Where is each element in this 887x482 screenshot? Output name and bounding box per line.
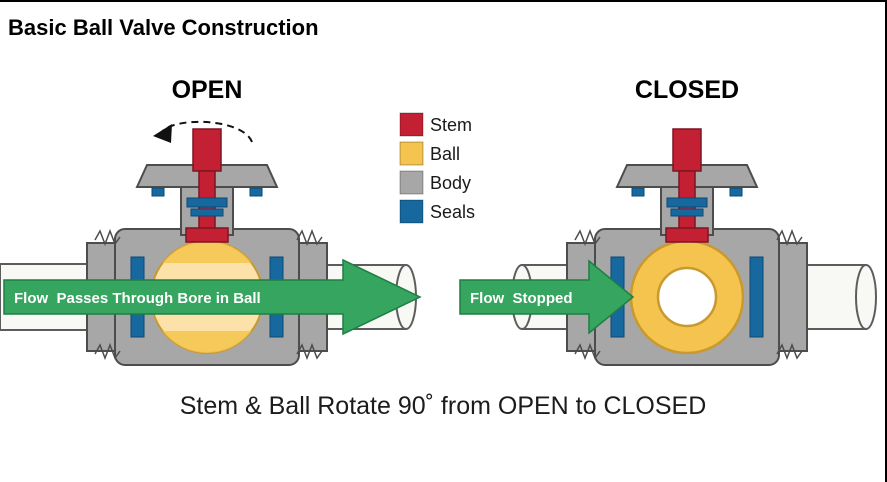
flange-seal-left	[151, 187, 165, 197]
spring-symbol	[94, 228, 121, 247]
flow-arrows: Flow Passes Through Bore in Ball Flow St…	[3, 258, 635, 336]
legend: Stem Ball Body Seals	[399, 112, 475, 224]
figure-title: Basic Ball Valve Construction	[8, 15, 319, 40]
body-end-connector-right	[776, 242, 808, 352]
stem-packing-seal-lower	[670, 208, 704, 217]
legend-swatch-body	[399, 170, 424, 195]
closed-state-label: CLOSED	[635, 76, 739, 104]
spring-symbol	[296, 342, 323, 361]
flow-arrow-closed	[459, 259, 635, 335]
stem-top	[192, 128, 222, 172]
flange-seal-right	[729, 187, 743, 197]
flange-seal-left	[631, 187, 645, 197]
flange-seal-right	[249, 187, 263, 197]
rotation-arrow-arc	[160, 120, 253, 143]
spring-symbol	[574, 228, 601, 247]
legend-swatch-ball	[399, 141, 424, 166]
stem-packing-seal-upper	[186, 197, 228, 208]
legend-label-ball: Ball	[430, 144, 460, 164]
legend-label-body: Body	[430, 173, 471, 193]
spring-symbol	[296, 228, 323, 247]
ball-bore-facing	[656, 266, 718, 328]
flow-closed-label: Flow Stopped	[470, 290, 573, 307]
stem-tang	[665, 227, 709, 243]
spring-symbol	[574, 342, 601, 361]
open-state-label: OPEN	[172, 76, 243, 104]
spring-symbol	[776, 228, 803, 247]
legend-swatch-seals	[399, 199, 424, 224]
pipe-outlet-opening	[855, 264, 877, 330]
stem-tang	[185, 227, 229, 243]
spring-symbol	[776, 342, 803, 361]
ball-seat-seal-right	[749, 256, 764, 338]
flow-open-label: Flow Passes Through Bore in Ball	[14, 290, 261, 307]
ball-top-cap	[162, 240, 252, 263]
rotation-arrow-head-icon	[153, 124, 172, 143]
stem-top	[672, 128, 702, 172]
legend-swatch-stem	[399, 112, 424, 137]
ball-bottom-cap	[162, 331, 252, 354]
flow-arrow-open	[3, 258, 422, 336]
spring-symbol	[94, 342, 121, 361]
stem-packing-seal-upper	[666, 197, 708, 208]
stem-packing-seal-lower	[190, 208, 224, 217]
legend-label-seals: Seals	[430, 202, 475, 222]
figure-caption: Stem & Ball Rotate 90˚ from OPEN to CLOS…	[180, 392, 707, 420]
legend-label-stem: Stem	[430, 115, 472, 135]
valve-closed	[511, 128, 877, 366]
